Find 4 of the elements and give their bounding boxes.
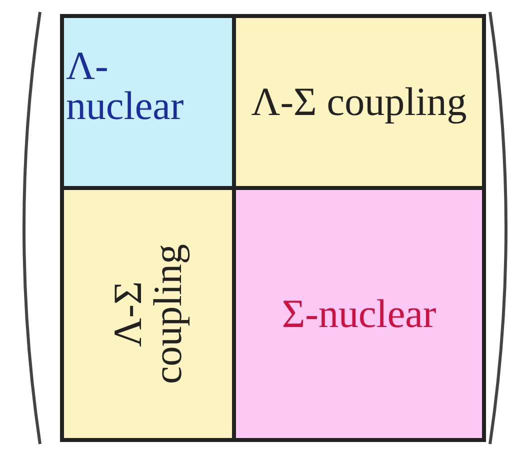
cell-label: Λ- nuclear xyxy=(66,46,185,126)
cell-label: Λ-Σ coupling xyxy=(108,243,188,386)
cell-label: Λ-Σ coupling xyxy=(251,82,467,122)
cell-label: Σ-nuclear xyxy=(282,294,436,334)
